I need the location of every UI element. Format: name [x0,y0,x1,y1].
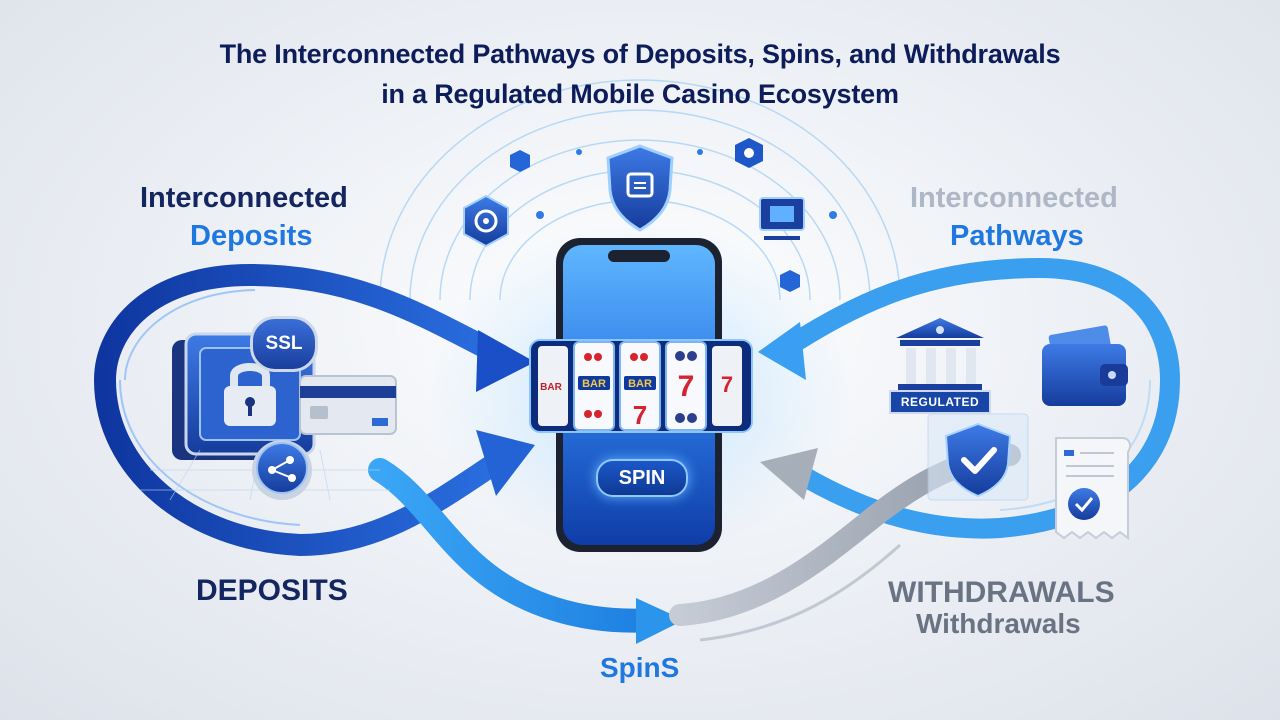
bank-icon [896,318,984,390]
label-interconnected-deposits-top: Interconnected [140,182,348,214]
shield-icon [606,144,674,232]
chip-icon [759,197,805,240]
receipt-icon [1055,437,1131,540]
label-withdrawals-upper: WITHDRAWALS [888,576,1115,609]
network-icon [252,440,312,500]
reel-bar-1: BAR [582,378,606,390]
title-line-2: in a Regulated Mobile Casino Ecosystem [381,79,899,109]
reel-seven-side: 7 [721,372,733,397]
label-deposits: DEPOSITS [196,574,348,607]
deposit-arrowhead-bottom [476,430,535,496]
node-icon-2 [780,270,800,292]
wallet-icon [1042,325,1128,406]
label-interconnected-deposits-bottom: Deposits [190,220,313,252]
deposit-loop-arrow [93,263,511,557]
reel-bar-2: BAR [628,378,652,390]
lock-hex-icon [735,138,763,168]
regulated-badge: REGULATED [889,390,991,414]
label-interconnected-pathways-bottom: Pathways [950,220,1084,252]
node-icon [510,150,530,172]
credit-card-icon [299,375,397,435]
label-withdrawals-lower: Withdrawals [916,608,1081,639]
withdrawal-arrowhead-bottom [760,448,818,500]
withdrawal-arrowhead-top [758,322,806,380]
ssl-badge: SSL [250,316,318,372]
deposit-arrowhead-top [476,330,535,392]
spins-arrow [368,458,684,644]
title-line-1: The Interconnected Pathways of Deposits,… [219,39,1061,69]
gear-icon [463,194,509,248]
reel-seven-1: 7 [633,400,647,430]
spin-button[interactable]: SPIN [596,459,688,497]
shield-check-icon [927,413,1029,501]
reel-bar-side: BAR [540,382,562,393]
label-interconnected-pathways-top: Interconnected [910,182,1118,214]
reel-seven-2: 7 [678,370,695,403]
page-title: The Interconnected Pathways of Deposits,… [0,34,1280,114]
slot-reels: BAR BAR 7 7 BAR 7 [529,339,753,433]
label-spins: SpinS [600,652,680,683]
